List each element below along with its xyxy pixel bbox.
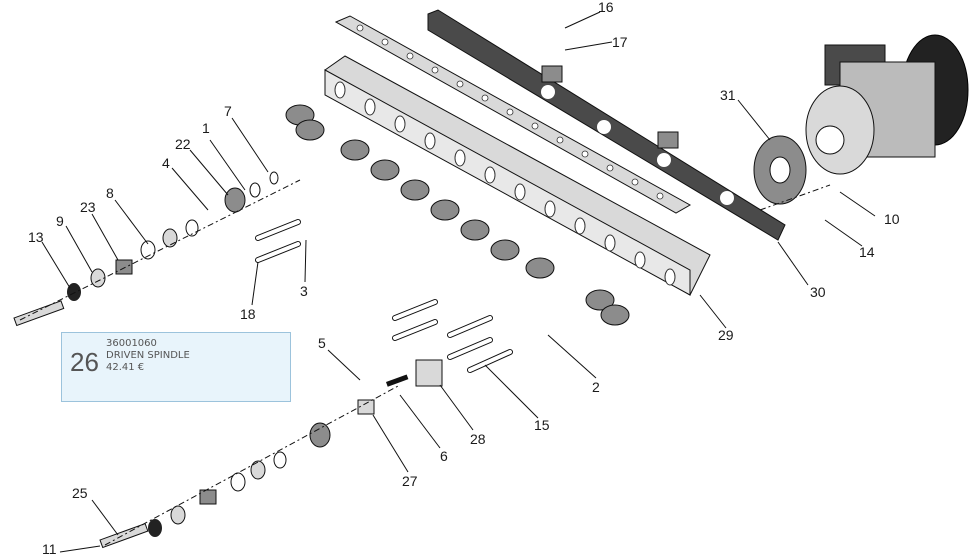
callout-8: 8 [106, 185, 114, 201]
mounting-rail [427, 9, 786, 241]
exploded-spindle-parts [13, 171, 443, 549]
callout-labels: 1 2 3 4 5 6 7 8 9 10 11 13 14 15 16 17 1… [28, 0, 900, 555]
perforated-plate [334, 15, 692, 214]
callout-29: 29 [718, 327, 734, 343]
callout-31: 31 [720, 87, 736, 103]
callout-25: 25 [72, 485, 88, 501]
callout-17: 17 [612, 34, 628, 50]
tooltip-part-name: DRIVEN SPINDLE [106, 350, 190, 361]
callout-18: 18 [240, 306, 256, 322]
electric-motor [805, 34, 969, 175]
tooltip-article-code: 36001060 [106, 338, 157, 349]
callout-3: 3 [300, 283, 308, 299]
callout-30: 30 [810, 284, 826, 300]
callout-1: 1 [202, 120, 210, 136]
callout-23: 23 [80, 199, 96, 215]
tooltip-price: 42.41 € [106, 362, 145, 373]
callout-7: 7 [224, 103, 232, 119]
callout-14: 14 [859, 244, 875, 260]
callout-22: 22 [175, 136, 191, 152]
tooltip-part-number: 26 [70, 347, 99, 377]
callout-5: 5 [318, 335, 326, 351]
callout-16: 16 [598, 0, 614, 15]
callout-27: 27 [402, 473, 418, 489]
callout-10: 10 [884, 211, 900, 227]
callout-11: 11 [42, 541, 57, 555]
callout-9: 9 [56, 213, 64, 229]
flange [753, 135, 807, 205]
callout-13: 13 [28, 229, 44, 245]
callout-6: 6 [440, 448, 448, 464]
spindle-assemblies [285, 104, 630, 326]
callout-28: 28 [470, 431, 486, 447]
callout-4: 4 [162, 155, 170, 171]
callout-15: 15 [534, 417, 550, 433]
spindle-housing-bar [324, 55, 711, 296]
part-tooltip[interactable]: 26 36001060 DRIVEN SPINDLE 42.41 € [61, 332, 291, 402]
callout-2: 2 [592, 379, 600, 395]
